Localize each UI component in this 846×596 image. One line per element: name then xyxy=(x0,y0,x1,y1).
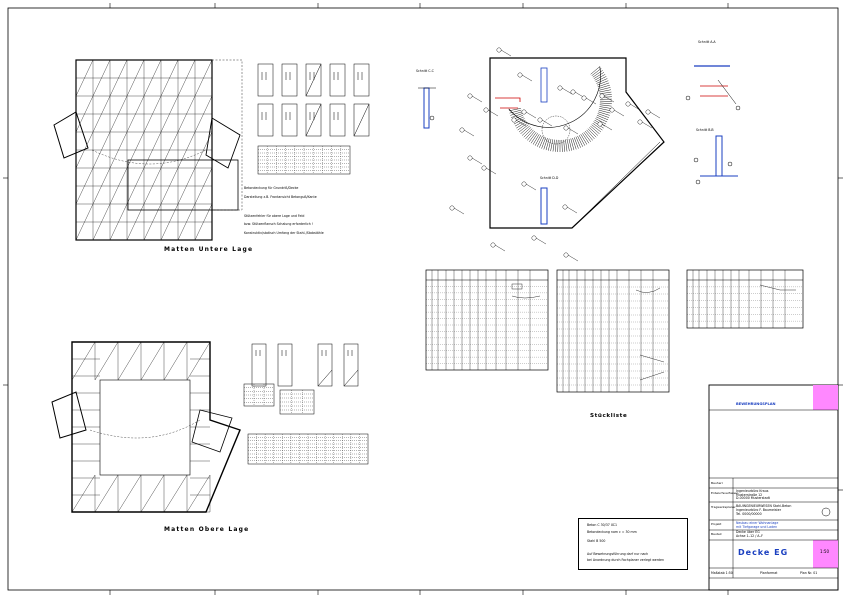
section-label-d: Schnitt D-D xyxy=(540,176,559,180)
section-c-c xyxy=(418,87,436,129)
tb-key-tragwerk: Tragwerksplaner xyxy=(711,505,736,509)
title-block-frame xyxy=(708,384,839,591)
note-lower-1: Betondeckung für Grundriß/Decke xyxy=(244,186,299,190)
plan-upper-mesh xyxy=(51,341,241,513)
note-box-line-2: Betondeckung nom c = 30 mm xyxy=(587,530,637,534)
note-box-line-5: bei Anordnung durch Fachplaner verlegt w… xyxy=(587,558,665,562)
footer-mid: Planformat xyxy=(760,571,778,575)
tb-val-entwurf: Ingenieurbüro Kraus Musterstraße 12 D-00… xyxy=(736,489,770,501)
section-label-b: Schnitt B-B xyxy=(696,128,714,132)
section-a-a xyxy=(685,65,741,111)
sheet-border xyxy=(7,7,839,591)
note-lower-2: Darstellung z.B. Frontansicht Betonguß/K… xyxy=(244,195,317,199)
schedule-tables xyxy=(425,269,804,393)
footer-left: Maßstab 1:50 xyxy=(711,571,733,575)
schedule-title: Stückliste xyxy=(590,413,628,419)
footer-right: Plan Nr. 01 xyxy=(800,571,818,575)
stair-plan xyxy=(449,47,665,262)
tb-key-entwurf: Entwurfsverfasser xyxy=(711,491,739,495)
plan-type-label: BEWEHRUNGSPLAN xyxy=(736,402,776,406)
drawing-index: 1:50 xyxy=(820,549,829,554)
drawing-name: Decke EG xyxy=(738,548,789,557)
tb-key-projekt: Projekt xyxy=(711,522,722,526)
plan-lower-mesh xyxy=(53,59,243,241)
section-label-a: Schnitt A-A xyxy=(698,40,716,44)
mesh-mini-tables xyxy=(243,145,369,465)
note-lower-3: Stützenfehler für obere Lage und Feld xyxy=(244,214,305,218)
plan-upper-title: Matten Obere Lage xyxy=(164,526,250,533)
section-b-b xyxy=(693,135,738,185)
note-lower-5: Konstruktiv/statisch Umfang der Stahl-/S… xyxy=(244,231,324,235)
note-box-line-3: Stahl B 500 xyxy=(587,539,606,543)
tb-val-tragwerk: BAUINGENIEURWESEN Stahl-Beton Ingenieurb… xyxy=(736,504,792,516)
section-label-c: Schnitt C-C xyxy=(416,69,434,73)
note-lower-4: bzw. Stützenflansch Schalung erforderlic… xyxy=(244,222,314,226)
frame-ticks xyxy=(3,3,843,595)
plan-lower-title: Matten Untere Lage xyxy=(164,246,254,253)
mesh-type-diagrams-upper xyxy=(251,343,359,387)
note-box-line-1: Beton C 30/37 XC1 xyxy=(587,523,618,527)
tb-key-bauteil: Bauteil xyxy=(711,532,722,536)
note-box-line-4: Auf Bewehrungsführung darf nur nach xyxy=(587,552,649,556)
tb-val-bauteil: Decke über EG Achse 1–12 / A–F xyxy=(736,530,763,538)
general-notes-box: Beton C 30/37 XC1 Betondeckung nom c = 3… xyxy=(578,518,688,570)
tb-val-projekt: Neubau einer Wohnanlage mit Tiefgarage u… xyxy=(736,521,779,529)
mesh-type-diagrams-lower xyxy=(257,63,370,137)
tb-key-bauherr: Bauherr xyxy=(711,481,723,485)
